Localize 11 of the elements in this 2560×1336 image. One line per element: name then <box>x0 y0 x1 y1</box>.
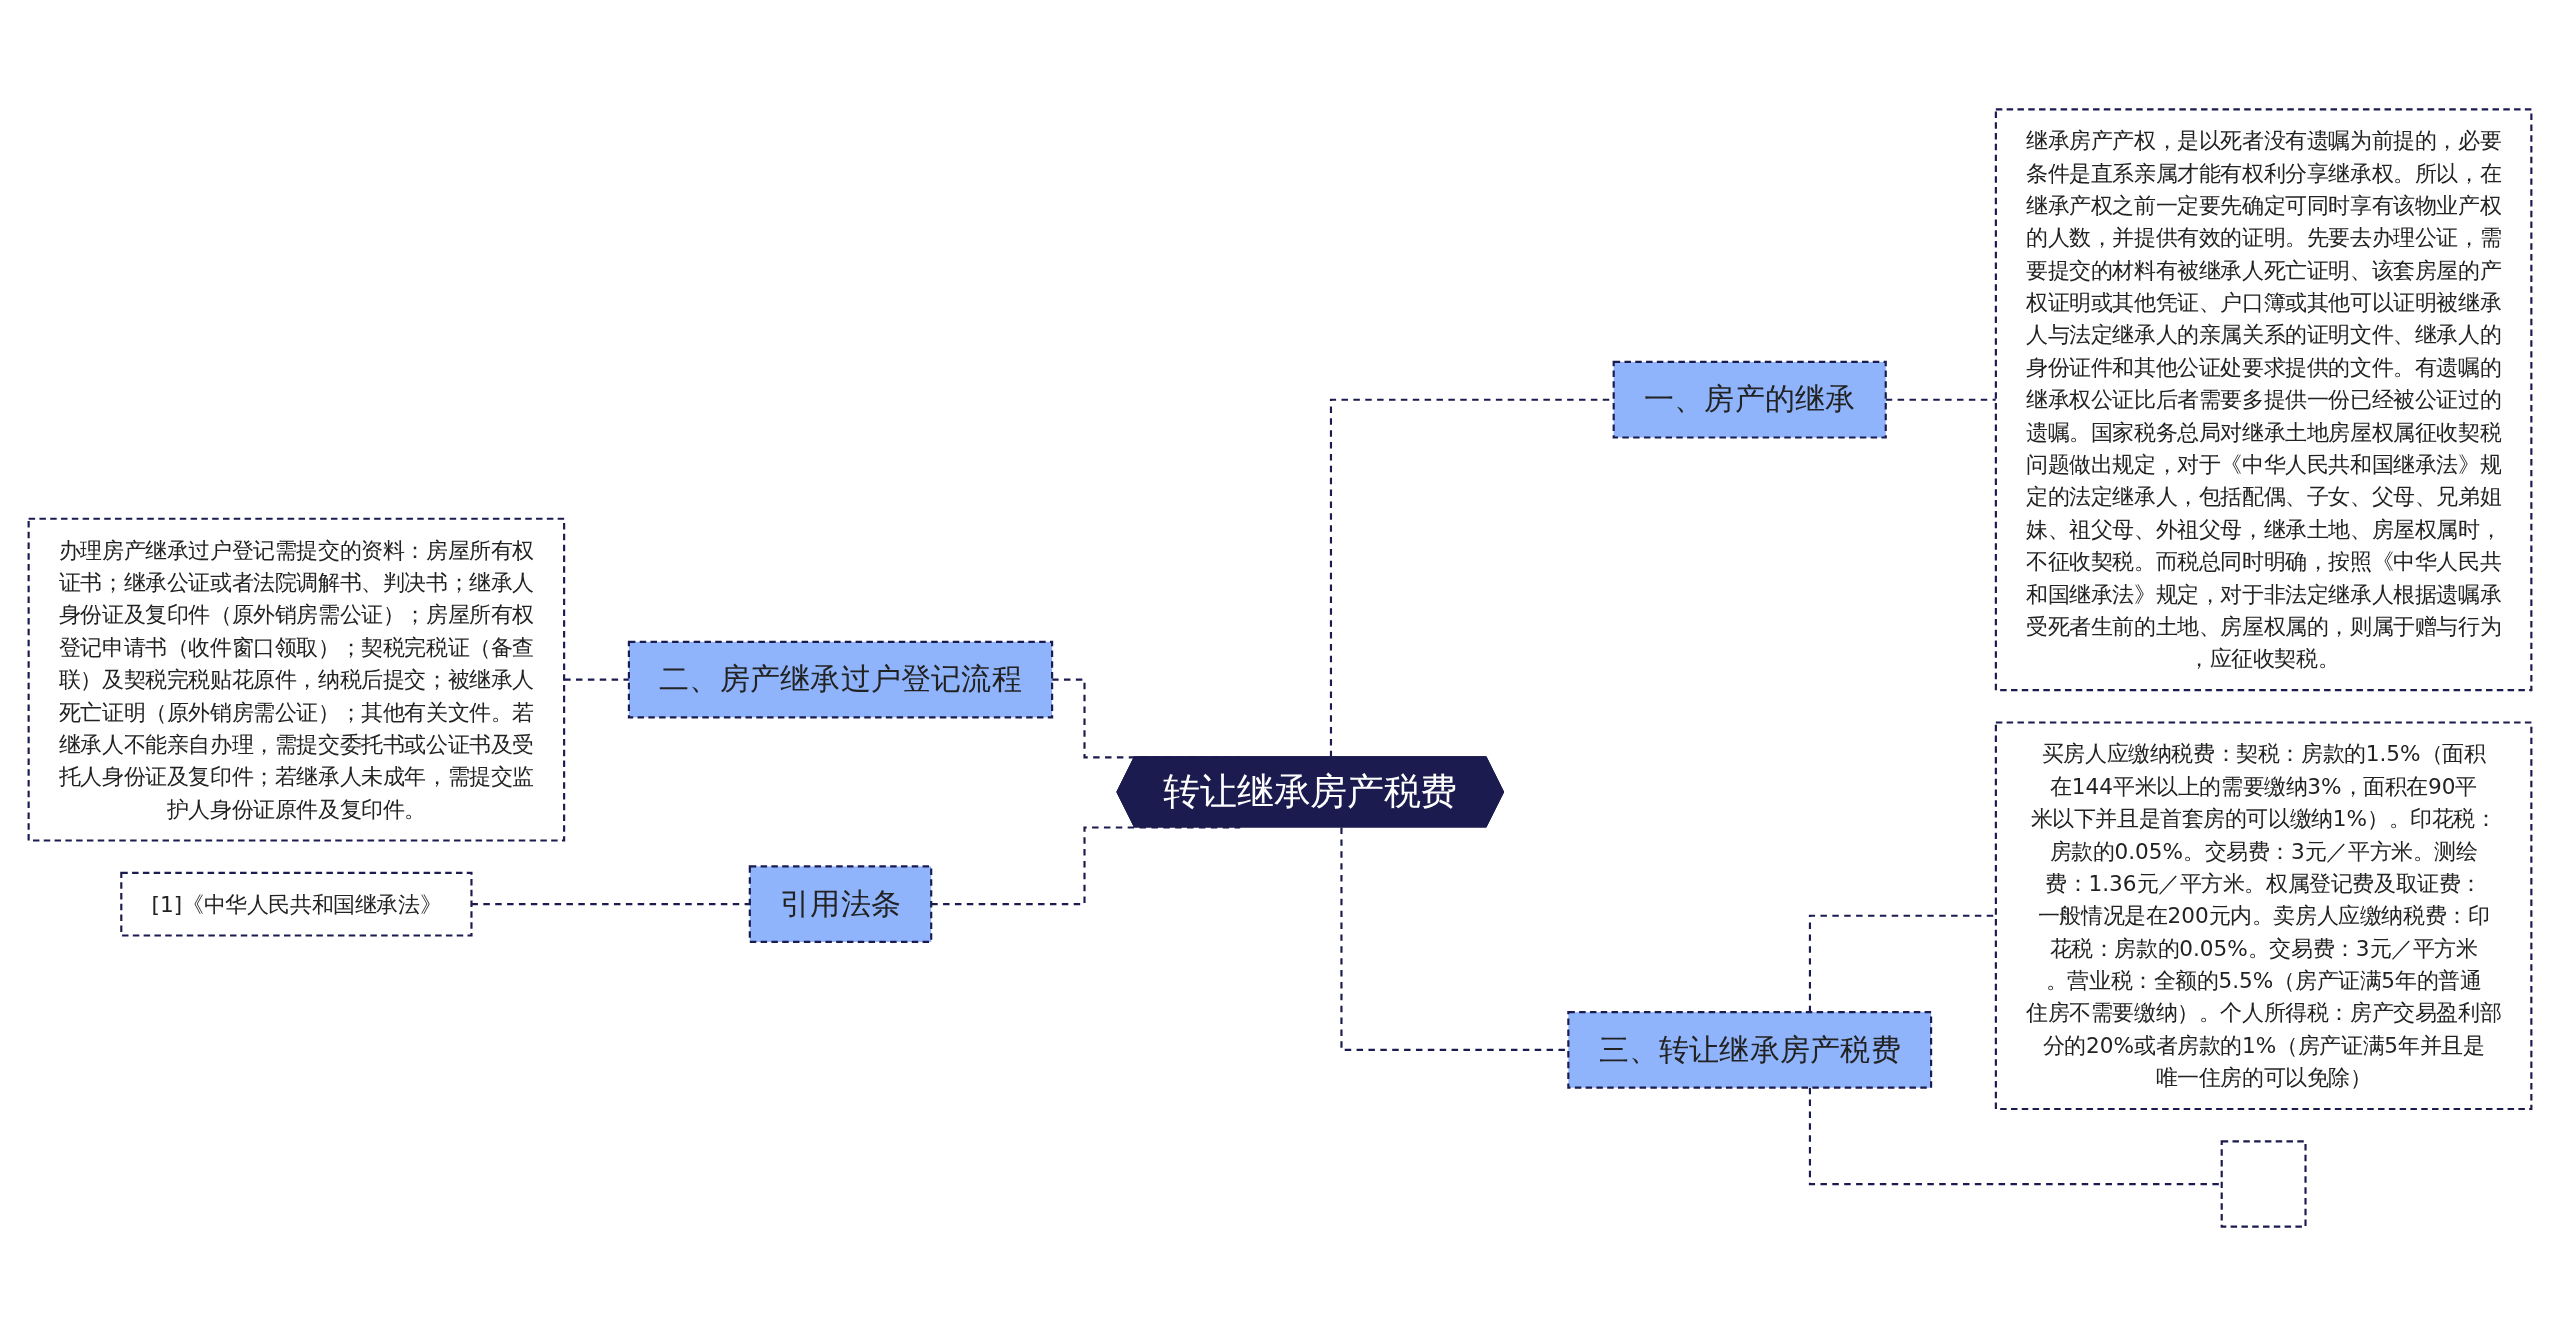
connector <box>1808 1087 2222 1186</box>
node-box: 引用法条 <box>748 865 933 944</box>
node-box: 买房人应缴纳税费：契税：房款的1.5%（面积在144平米以上的需要缴纳3%，面积在90平米以下并且是首套房的可以缴纳1%）。印花税：房款的0.05%。交易费：3元／平方米。测绘费：1.36元／平方米。权属登记费及取证费：一般情况是在200元内。卖房人应缴纳税费：印花税：房款的0.05%。交易费：3元／平方米。营业税：全额的5.5%（房产证满5年的普通住房不需要缴纳）。个人所得税：房产交易盈利部分的20%或者房款的1%（房产证满5年并且是唯一住房的可以免除） <box>1994 721 2533 1111</box>
node-box: [1]《中华人民共和国继承法》 <box>120 871 473 937</box>
node-box: 继承房产产权，是以死者没有遗嘱为前提的，必要条件是直系亲属才能有权利分享继承权。所以，在继承产权之前一定要先确定可同时享有该物业产权的人数，并提供有效的证明。先要去办理公证，需要提交的材料有被继承人死亡证明、该套房屋的产权证明或其他凭证、户口簿或其他可以证明被继承人与法定继承人的亲属关系的证明文件、继承人的身份证件和其他公证处要求提供的文件。有遗嘱的继承权公证比后者需要多提供一份已经被公证过的遗嘱。国家税务总局对继承土地房屋权属征收契税问题做出规定，对于《中华人民共和国继承法》规定的法定继承人，包括配偶、子女、父母、兄弟姐妹、祖父母、外祖父母，继承土地、房屋权属时，不征收契税。而税总同时明确，按照《中华人民共和国继承法》规定，对于非法定继承人根据遗嘱承受死者生前的土地、房屋权属的，则属于赠与行为，应征收契税。 <box>1994 108 2533 692</box>
node-box: 一、房产的继承 <box>1612 360 1887 439</box>
node-box: 二、房产继承过户登记流程 <box>627 640 1054 719</box>
node-box: 三、转让继承房产税费 <box>1567 1011 1933 1089</box>
node-box: 办理房产继承过户登记需提交的资料：房屋所有权证书；继承公证或者法院调解书、判决书；继承人身份证及复印件（原外销房需公证）；房屋所有权登记申请书（收件窗口领取）；契税完税证（备查联）及契税完税贴花原件，纳税后提交；被继承人死亡证明（原外销房需公证）；其他有关文件。若继承人不能亲自办理，需提交委托书或公证书及受托人身份证及复印件；若继承人未成年，需提交监护人身份证原件及复印件。 <box>27 517 566 842</box>
connector <box>1808 914 1996 1013</box>
node-box <box>2220 1140 2307 1228</box>
